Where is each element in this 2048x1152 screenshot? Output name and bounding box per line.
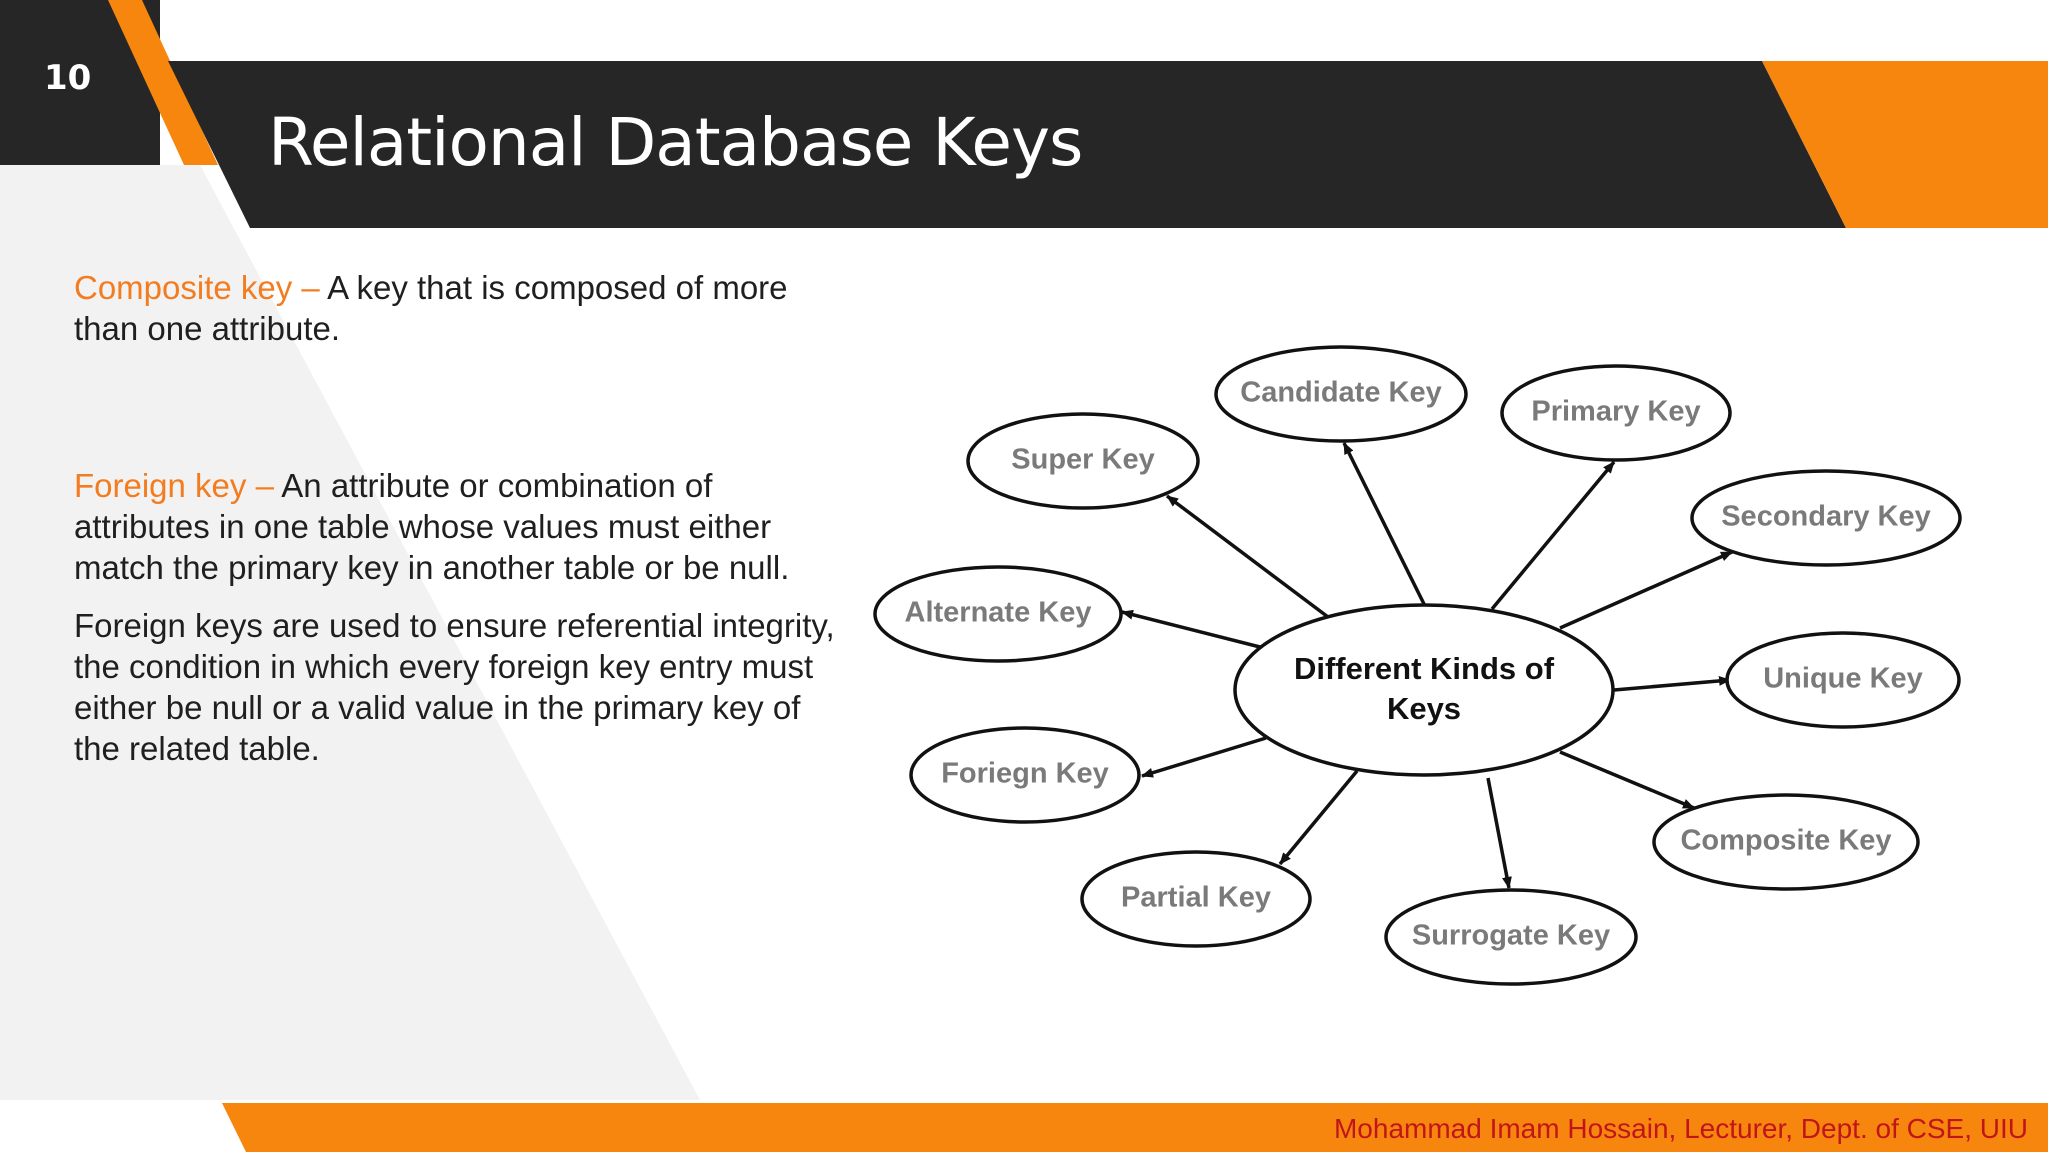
surrogate-key-node — [1384, 888, 1638, 986]
arrow-to-partial-key — [1278, 769, 1359, 866]
composite-key-text: A key that is composed of more than one … — [74, 269, 788, 347]
composite-key-definition: Composite key – A key that is composed o… — [74, 267, 844, 349]
partial-key-label: Partial Key — [1121, 882, 1271, 914]
secondary-key-node — [1690, 469, 1962, 567]
arrow-to-super-key — [1165, 494, 1330, 619]
arrow-to-composite-key — [1559, 750, 1695, 810]
slide-number: 10 — [44, 58, 92, 98]
center-label-line2: Keys — [1387, 691, 1461, 726]
arrow-to-secondary-key — [1559, 550, 1733, 630]
foriegn-key-label: Foriegn Key — [941, 758, 1109, 790]
gray-panel — [0, 165, 700, 1100]
header-orange-right — [1762, 61, 2048, 228]
foreign-key-term: Foreign key – — [74, 467, 274, 504]
composite-key-term: Composite key – — [74, 269, 320, 306]
super-key-node — [966, 412, 1200, 510]
alternate-key-label: Alternate Key — [905, 597, 1092, 629]
unique-key-node — [1725, 631, 1961, 729]
center-label-line1: Different Kinds of — [1294, 651, 1555, 686]
foriegn-key-node — [909, 726, 1141, 824]
candidate-key-label: Candidate Key — [1240, 377, 1441, 409]
super-key-label: Super Key — [1011, 444, 1154, 476]
slide-title: Relational Database Keys — [268, 104, 1083, 181]
candidate-key-node — [1214, 345, 1468, 443]
composite-key-label: Composite Key — [1680, 825, 1891, 857]
center-node — [1233, 603, 1615, 777]
arrow-to-unique-key — [1613, 675, 1731, 692]
foreign-key-definition: Foreign key – An attribute or combinatio… — [74, 465, 844, 588]
footer-bar — [222, 1103, 2048, 1152]
alternate-key-node — [873, 565, 1123, 663]
foreign-key-usage-paragraph: Foreign keys are used to ensure referent… — [74, 607, 835, 767]
secondary-key-label: Secondary Key — [1721, 501, 1931, 533]
primary-key-node — [1500, 364, 1732, 462]
arrow-to-foriegn-key — [1141, 736, 1267, 778]
arrow-to-primary-key — [1490, 460, 1616, 611]
partial-key-node — [1080, 850, 1312, 948]
surrogate-key-label: Surrogate Key — [1412, 920, 1610, 952]
header-orange-stripe — [108, 0, 218, 165]
arrow-to-candidate-key — [1342, 442, 1427, 607]
unique-key-label: Unique Key — [1763, 663, 1923, 695]
header-bar — [168, 61, 1846, 228]
arrow-to-alternate-key — [1121, 609, 1261, 649]
arrow-to-surrogate-key — [1486, 777, 1512, 889]
footer-credit: Mohammad Imam Hossain, Lecturer, Dept. o… — [1333, 1113, 2028, 1144]
primary-key-label: Primary Key — [1531, 396, 1700, 428]
composite-key-node — [1652, 793, 1920, 891]
foreign-key-text: An attribute or combination of attribute… — [74, 467, 790, 586]
